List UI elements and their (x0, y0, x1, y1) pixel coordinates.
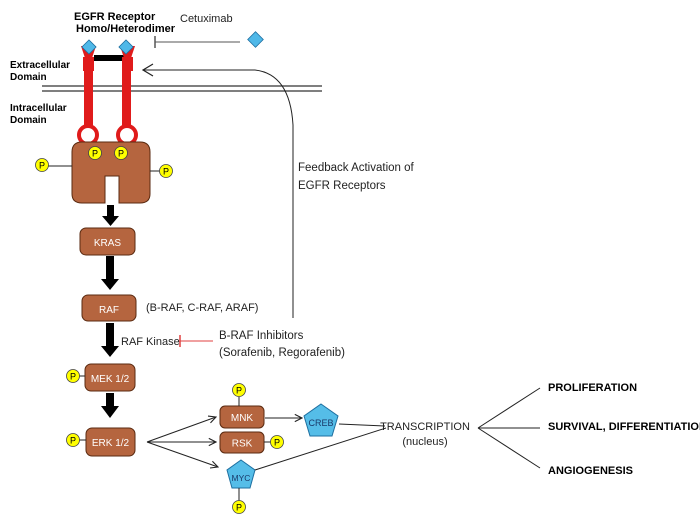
transcription-label: TRANSCRIPTION (380, 421, 470, 433)
receptor-title-line1: EGFR Receptor (74, 11, 156, 23)
phospho-erk: P (66, 433, 80, 447)
kras-node: KRAS (79, 227, 136, 256)
extracellular-label-line2: Domain (10, 72, 47, 83)
proliferation-label: PROLIFERATION (548, 382, 637, 394)
svg-text:P: P (274, 438, 280, 448)
svg-text:P: P (236, 503, 242, 513)
ligand-left-diamond-icon (81, 39, 97, 55)
erk-target-arrows (146, 417, 218, 467)
svg-text:P: P (163, 167, 169, 177)
raf-kinase-label: RAF Kinase (121, 336, 180, 348)
svg-text:P: P (39, 161, 45, 171)
svg-text:P: P (118, 149, 124, 159)
intracellular-label-line1: Intracellular (10, 103, 67, 114)
cetuximab-diamond-icon (247, 31, 264, 48)
phospho-mnk: P (232, 383, 246, 397)
phospho-receptor-inner-left: P (88, 146, 102, 160)
phospho-myc: P (232, 500, 246, 514)
extracellular-label-line1: Extracellular (10, 60, 70, 71)
creb-node: CREB (303, 403, 339, 437)
egfr-receptor-dimer (77, 39, 138, 146)
svg-text:MYC: MYC (232, 473, 251, 483)
svg-text:P: P (236, 386, 242, 396)
erk-node: ERK 1/2 (85, 427, 136, 457)
svg-text:P: P (92, 149, 98, 159)
phospho-mek: P (66, 369, 80, 383)
svg-text:P: P (70, 372, 76, 382)
svg-text:CREB: CREB (308, 418, 333, 428)
intracellular-label-line2: Domain (10, 115, 47, 126)
transcription-location-label: (nucleus) (402, 436, 447, 448)
myc-node: MYC (226, 459, 256, 489)
feedback-label-line1: Feedback Activation of (298, 162, 415, 174)
phospho-rsk: P (270, 435, 284, 449)
braf-inhibitors-label-line1: B-RAF Inhibitors (219, 330, 304, 342)
cetuximab-label: Cetuximab (180, 13, 233, 25)
svg-text:P: P (70, 436, 76, 446)
braf-inhibitors-label-line2: (Sorafenib, Regorafenib) (219, 347, 345, 359)
raf-isoforms-label: (B-RAF, C-RAF, ARAF) (146, 302, 258, 314)
cascade-arrows (101, 205, 119, 418)
survival-differentiation-label: SURVIVAL, DIFFERENTIATION (548, 421, 700, 433)
feedback-label-line2: EGFR Receptors (298, 180, 386, 192)
mnk-node: MNK (219, 405, 265, 429)
receptor-kinase-domain (71, 141, 151, 204)
svg-text:MEK 1/2: MEK 1/2 (91, 374, 130, 385)
cetuximab-inhibition-line (154, 36, 240, 48)
outcome-lines (477, 387, 541, 469)
svg-text:ERK 1/2: ERK 1/2 (92, 438, 130, 449)
receptor-title-line2: Homo/Heterodimer (76, 23, 176, 35)
braf-inhibition-line (179, 335, 213, 347)
phospho-receptor-left: P (35, 158, 49, 172)
angiogenesis-label: ANGIOGENESIS (548, 465, 633, 477)
creb-to-transcription-line (338, 423, 386, 427)
myc-to-transcription-line (254, 427, 387, 471)
rsk-node: RSK (219, 431, 265, 454)
svg-text:KRAS: KRAS (94, 238, 122, 249)
raf-node: RAF (81, 294, 137, 322)
phospho-receptor-inner-right: P (114, 146, 128, 160)
svg-text:RSK: RSK (232, 439, 253, 450)
phospho-receptor-right: P (159, 164, 173, 178)
ligand-right-diamond-icon (118, 39, 134, 55)
mek-node: MEK 1/2 (84, 363, 136, 392)
svg-text:RAF: RAF (99, 305, 119, 316)
feedback-arrow (144, 69, 294, 318)
svg-text:MNK: MNK (231, 413, 254, 424)
